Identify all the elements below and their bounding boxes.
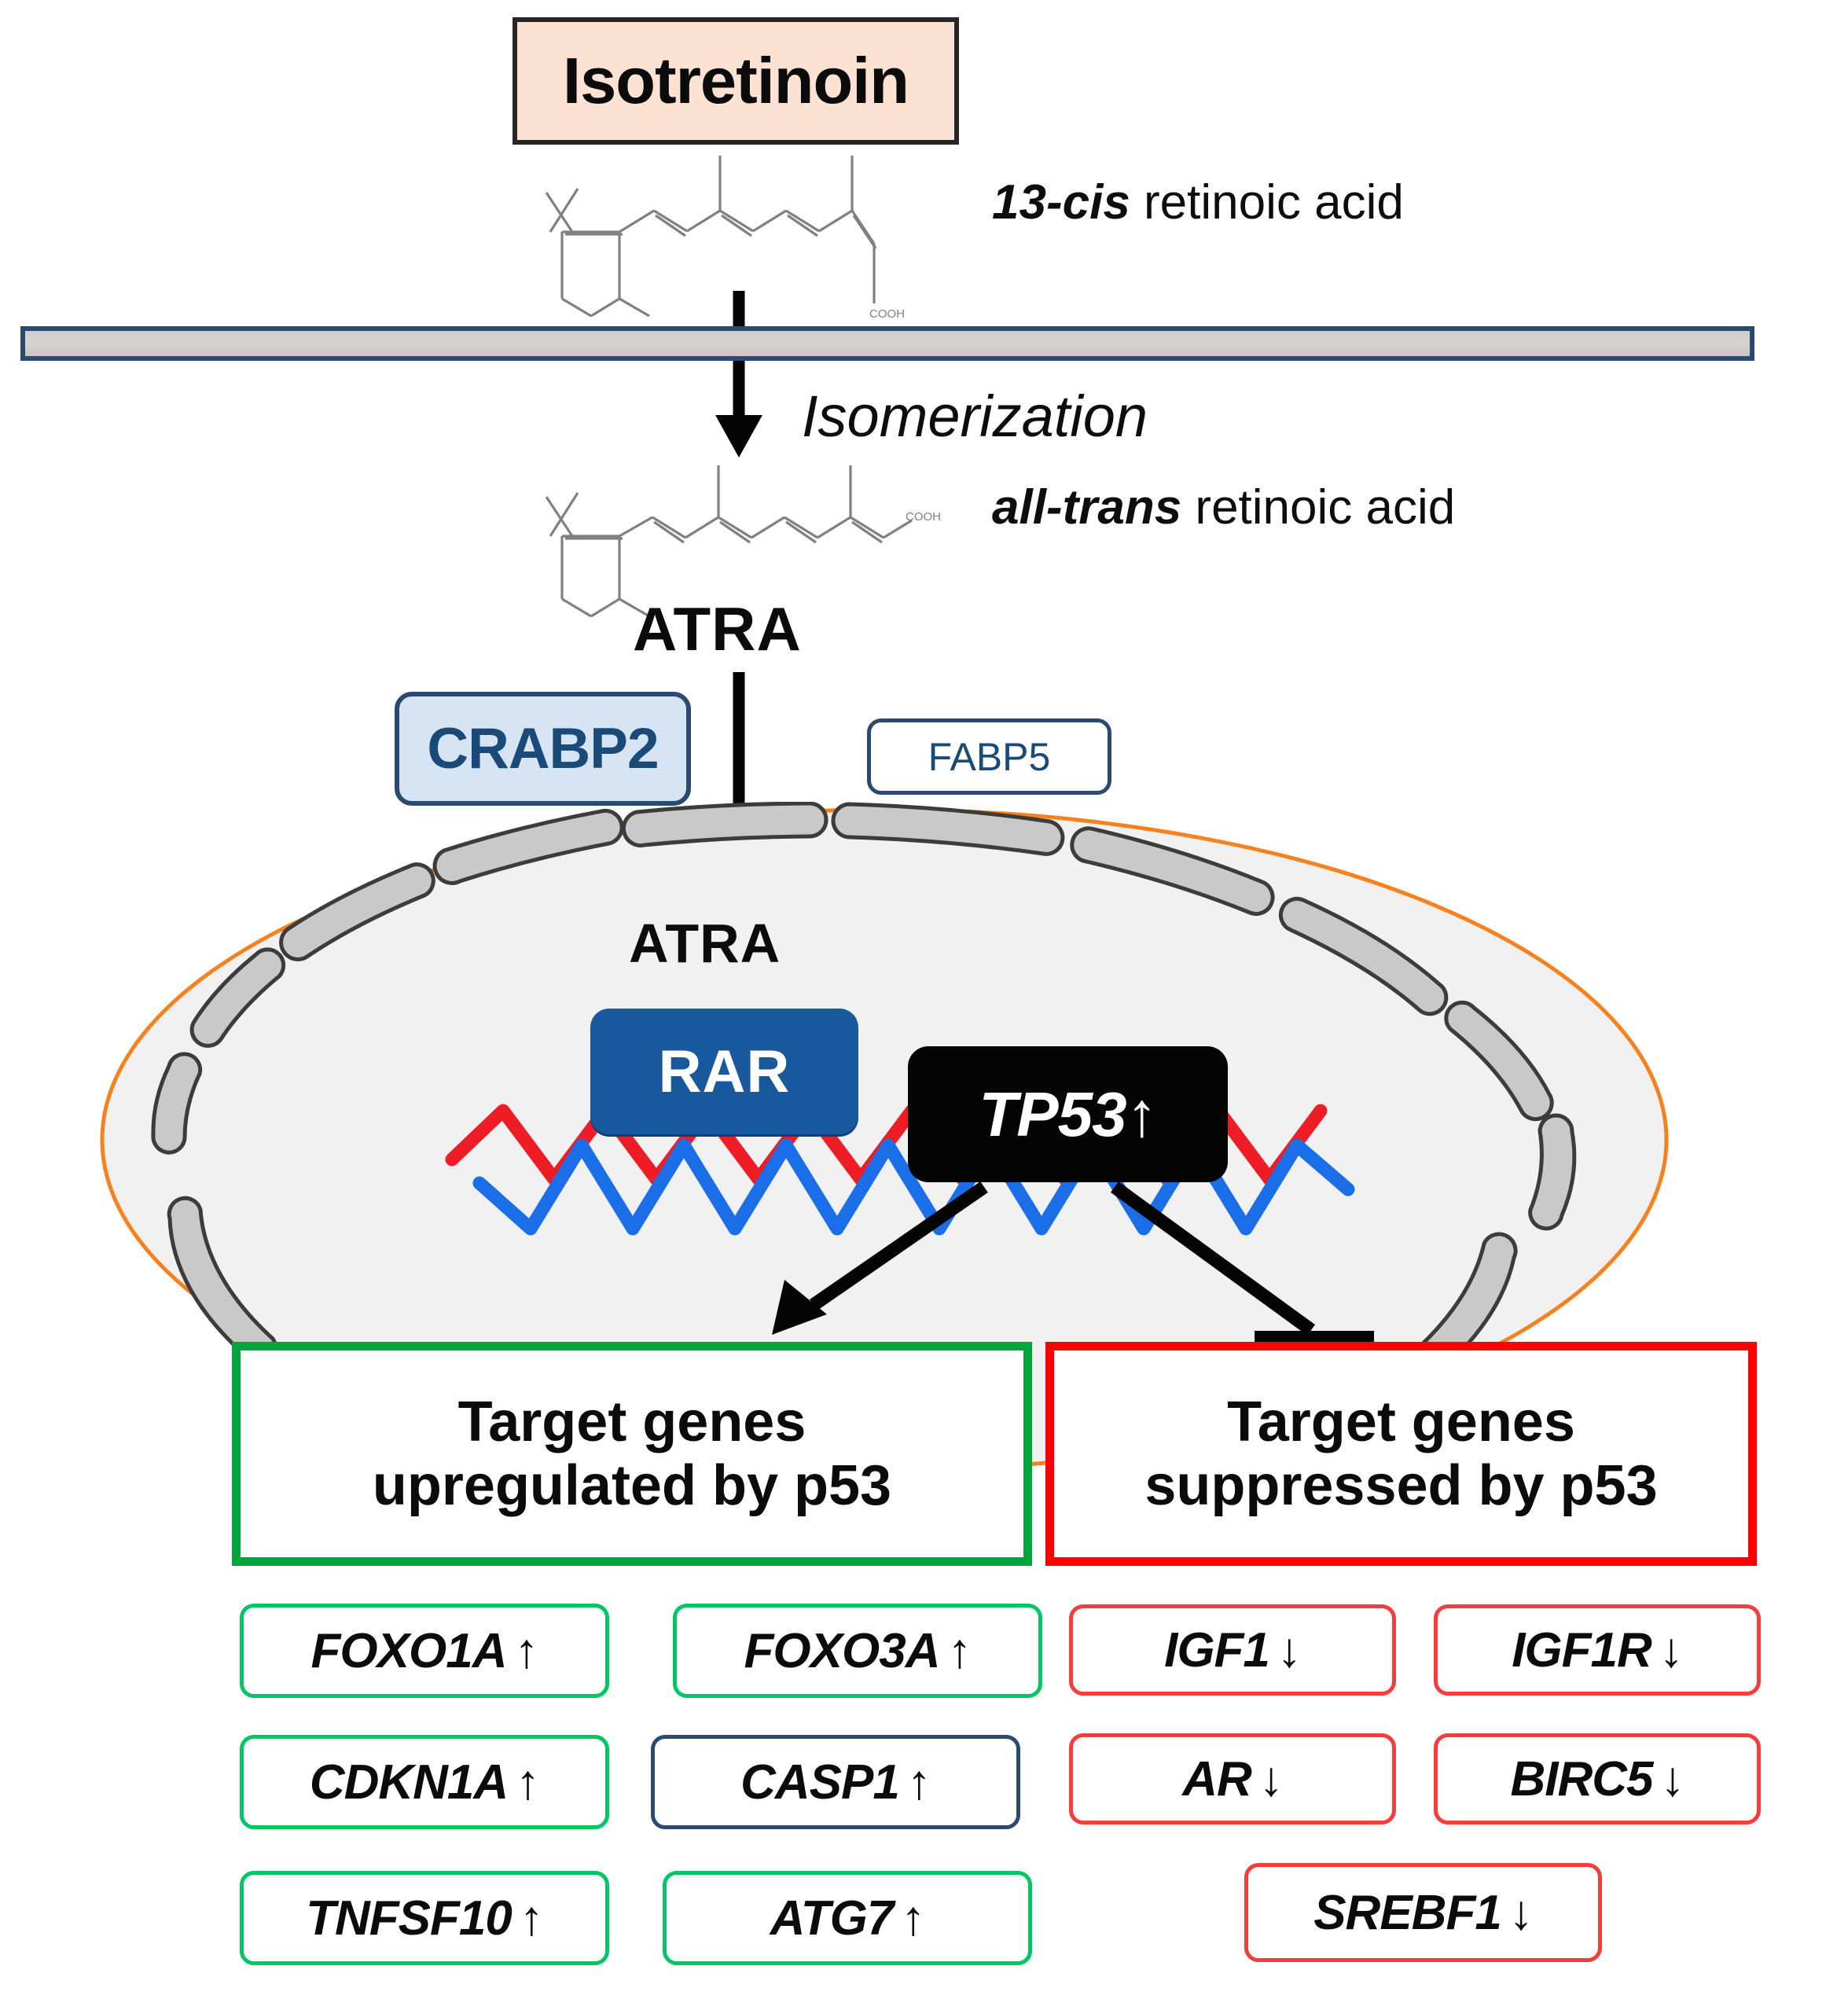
panel-down-line2: suppressed by p53 [1144,1453,1658,1517]
cis-italic: 13-cis [992,175,1130,230]
gene-arrow-birc5: ↓ [1660,1751,1685,1806]
tp53-box: TP53↑ [908,1046,1228,1182]
fabp5-label: FABP5 [928,734,1051,779]
cis-retinoic-acid-structure: COOH [545,156,905,321]
gene-name-ar: AR [1182,1751,1252,1806]
gene-arrow-igf1: ↓ [1277,1622,1302,1677]
panel-down-line1: Target genes [1227,1390,1575,1453]
gene-chip-atg7: ATG7↑ [663,1871,1032,1965]
isotretinoin-label: Isotretinoin [563,44,909,117]
gene-chip-igf1r: IGF1R↓ [1434,1604,1761,1696]
gene-arrow-casp1: ↑ [906,1755,931,1810]
isomerization-arrow [715,291,762,457]
gene-arrow-tnfsf10: ↑ [519,1891,544,1946]
crabp2-label: CRABP2 [427,717,659,781]
gene-chip-foxo1a: FOXO1A↑ [240,1604,609,1698]
gene-name-igf1r: IGF1R [1512,1622,1652,1677]
gene-arrow-foxo1a: ↑ [514,1623,538,1678]
gene-arrow-igf1r: ↓ [1659,1622,1684,1677]
gene-name-igf1: IGF1 [1164,1622,1270,1677]
rar-label: RAR [658,1038,791,1105]
isotretinoin-box: Isotretinoin [513,17,959,145]
gene-chip-igf1: IGF1↓ [1069,1604,1396,1696]
all-trans-retinoic-acid-label: all-trans retinoic acid [992,480,1455,535]
gene-name-foxo3a: FOXO3A [744,1623,941,1678]
fabp5-box: FABP5 [867,718,1111,795]
panel-up-line1: Target genes [457,1390,806,1453]
gene-arrow-atg7: ↑ [901,1891,925,1946]
gene-chip-ar: AR↓ [1069,1733,1396,1824]
gene-name-tnfsf10: TNFSF10 [306,1891,513,1946]
atra-outer-label: ATRA [633,594,802,663]
atra-inner-label: ATRA [629,913,781,974]
tp53-label: TP53↑ [979,1078,1157,1149]
trans-italic: all-trans [992,480,1182,535]
cell-membrane-bar [20,326,1754,361]
gene-name-srebf1: SREBF1 [1313,1885,1502,1940]
cis-retinoic-acid-label: 13-cis retinoic acid [992,175,1404,230]
gene-arrow-srebf1: ↓ [1508,1885,1534,1940]
gene-name-foxo1a: FOXO1A [310,1623,508,1678]
gene-name-birc5: BIRC5 [1510,1751,1653,1806]
gene-name-cdkn1a: CDKN1A [309,1755,509,1810]
panel-upregulated: Target genes upregulated by p53 [232,1342,1032,1566]
gene-arrow-cdkn1a: ↑ [516,1755,540,1810]
gene-chip-cdkn1a: CDKN1A↑ [240,1735,609,1829]
gene-chip-birc5: BIRC5↓ [1434,1733,1761,1824]
activation-arrow [772,1181,988,1335]
trans-rest: retinoic acid [1181,480,1456,535]
gene-chip-tnfsf10: TNFSF10↑ [240,1871,609,1965]
all-trans-retinoic-acid-structure: COOH [545,465,941,618]
panel-up-line2: upregulated by p53 [372,1453,892,1517]
svg-text:COOH: COOH [906,510,941,524]
cis-rest: retinoic acid [1130,175,1404,230]
gene-name-casp1: CASP1 [740,1755,900,1810]
gene-chip-srebf1: SREBF1↓ [1244,1863,1602,1962]
gene-arrow-ar: ↓ [1258,1751,1284,1806]
panel-suppressed: Target genes suppressed by p53 [1045,1342,1757,1566]
gene-chip-casp1: CASP1↑ [651,1735,1020,1829]
inhibition-arrow [1110,1181,1374,1350]
svg-text:COOH: COOH [869,307,905,321]
isomerization-label: Isomerization [802,384,1148,449]
gene-arrow-foxo3a: ↑ [947,1623,972,1678]
gene-name-atg7: ATG7 [770,1891,895,1946]
rar-receptor-box: RAR [590,1009,858,1134]
gene-chip-foxo3a: FOXO3A↑ [673,1604,1042,1698]
crabp2-box: CRABP2 [395,692,691,806]
